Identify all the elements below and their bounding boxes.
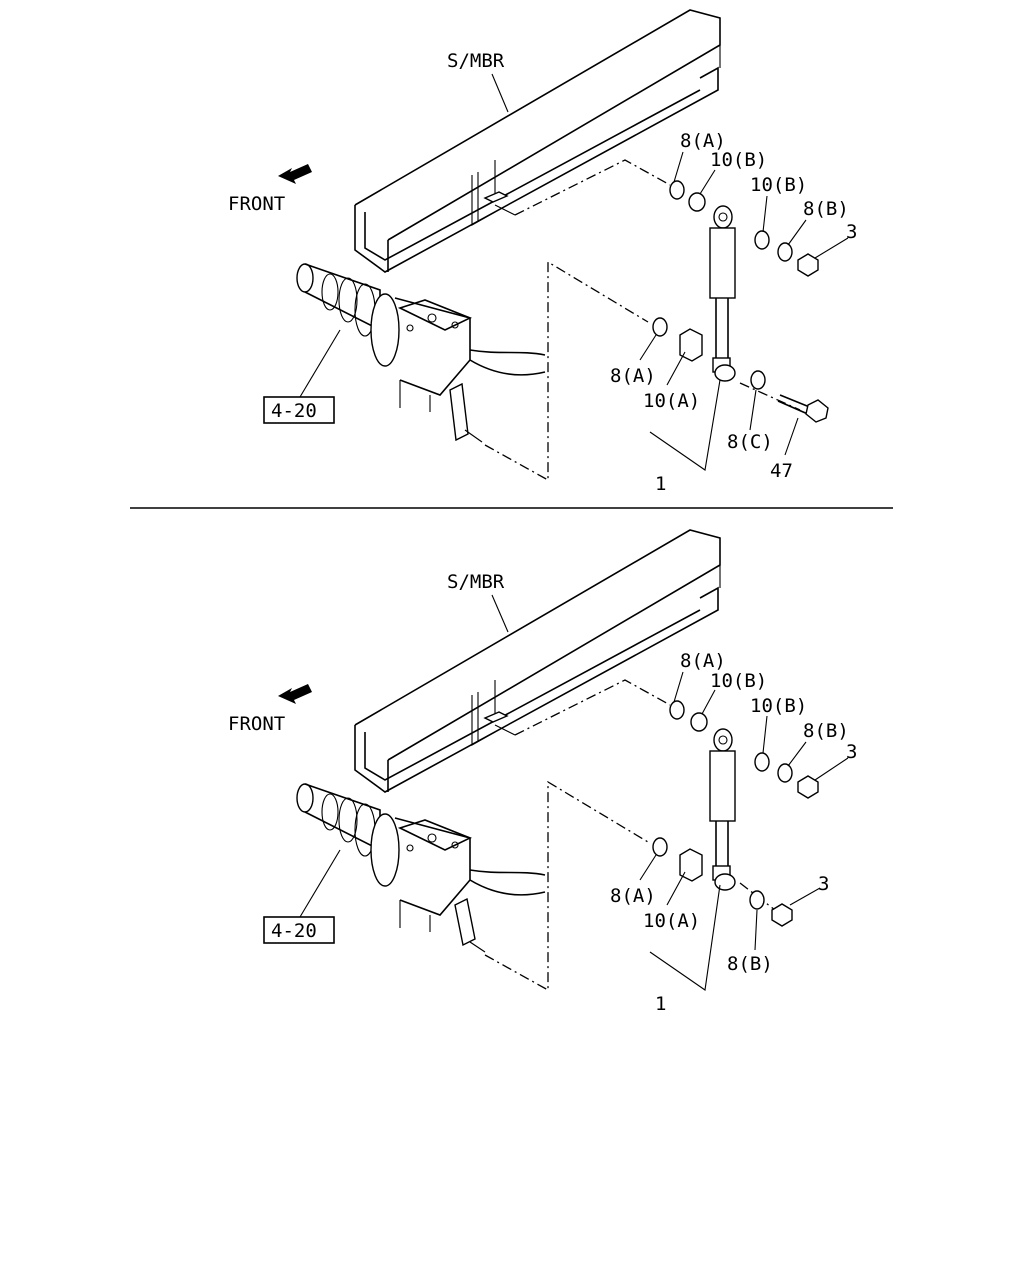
front-arrow-icon [278,684,312,704]
member-label: S/MBR [447,50,505,72]
bushing-icon [754,230,770,250]
bolt-icon [777,394,829,423]
member-label: S/MBR [447,571,505,593]
callout-bolt-47: 47 [770,460,793,482]
callout-nut-3: 3 [818,873,829,895]
washer-icon [652,317,668,337]
callout-bushing-10a: 10(A) [643,910,700,932]
callout-washer-8b: 8(B) [727,953,773,975]
callout-washer-8b: 8(B) [803,198,849,220]
callout-assembly-1: 1 [655,993,666,1015]
callout-nut-3: 3 [846,741,857,763]
callout-nut-3: 3 [846,221,857,243]
washer-icon [669,180,685,200]
axle-housing [296,263,546,443]
callout-bushing-10b: 10(B) [710,670,767,692]
callout-assembly-1: 1 [655,473,666,495]
nut-icon [797,253,819,277]
axle-housing [296,783,546,953]
washer-icon [777,763,793,783]
washer-icon [669,700,685,720]
side-member [354,529,721,793]
callout-bushing-10b: 10(B) [710,149,767,171]
washer-icon [777,242,793,262]
front-arrow-icon [278,164,312,184]
callout-bushing-10b: 10(B) [750,695,807,717]
callout-washer-8a: 8(A) [680,130,726,152]
shock-absorber [709,205,736,382]
bushing-icon [690,712,708,732]
ref-box-label: 4-20 [271,400,317,422]
ref-box [263,916,335,944]
shock-absorber [709,728,736,891]
top-panel: FRONT S/MBR 4-20 [228,9,857,495]
bushing-icon [679,328,703,362]
ref-box [263,396,335,424]
callout-washer-8a: 8(A) [680,650,726,672]
ref-box-label: 4-20 [271,920,317,942]
callout-washer-8a: 8(A) [610,365,656,387]
washer-icon [750,370,766,390]
nut-icon [797,775,819,799]
callout-bushing-10a: 10(A) [643,390,700,412]
front-label: FRONT [228,713,285,735]
callout-bushing-10b: 10(B) [750,174,807,196]
bushing-icon [679,848,703,882]
bottom-panel: FRONT S/MBR 4-20 [228,529,857,1015]
washer-icon [652,837,668,857]
bushing-icon [688,192,706,212]
callout-washer-8b: 8(B) [803,720,849,742]
callout-washer-8a: 8(A) [610,885,656,907]
front-label: FRONT [228,193,285,215]
side-member [354,9,721,273]
callout-washer-8c: 8(C) [727,431,773,453]
nut-icon [771,903,793,927]
washer-icon [749,890,765,910]
bushing-icon [754,752,770,772]
